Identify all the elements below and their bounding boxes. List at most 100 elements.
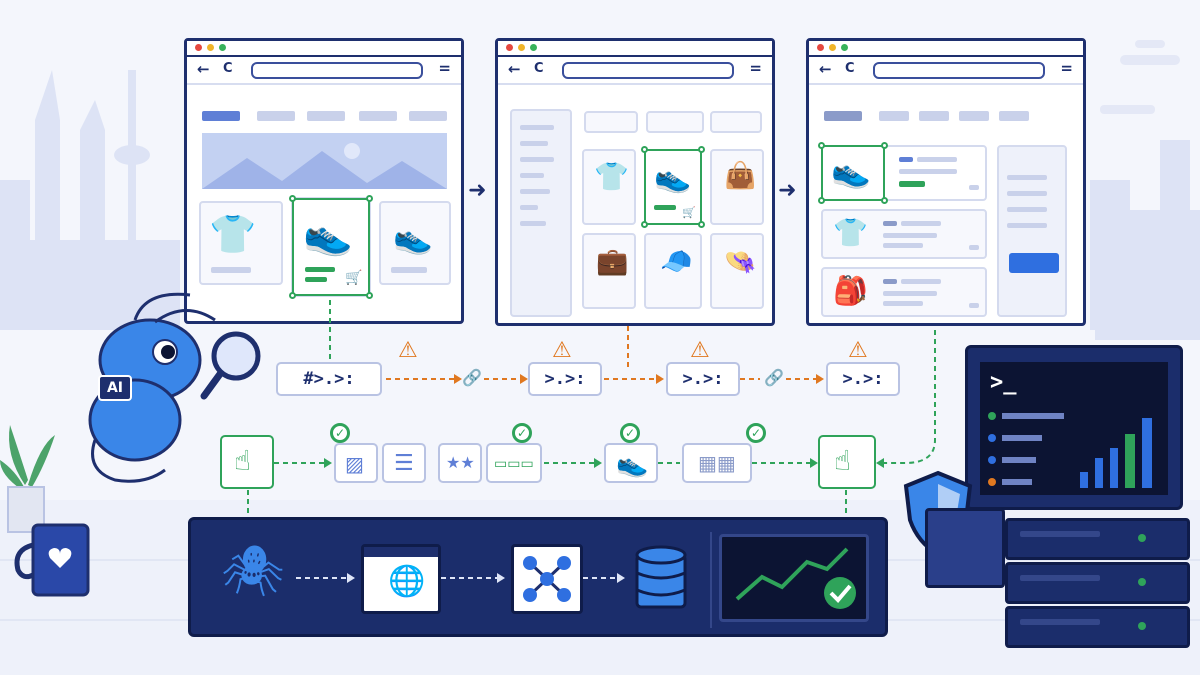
address-bar[interactable] [562,62,734,79]
text-lines-icon: ☰ [394,451,414,476]
product-card-shoe[interactable]: 👟 [379,201,451,285]
result-title-bar [917,157,957,162]
nav-link[interactable] [359,111,397,121]
cap-icon: 🧢 [660,247,693,277]
product-card-cap[interactable]: 🧢 [644,233,702,309]
category-tab[interactable] [710,111,762,133]
back-arrow-icon[interactable]: ← [197,60,210,78]
product-card-shirt[interactable]: 👕 [582,149,636,225]
buy-button[interactable] [1009,253,1059,273]
result-row-backpack[interactable]: 🎒 [821,267,987,317]
filter-item[interactable] [520,173,544,178]
grid-icon: ▦▦ [698,451,736,475]
check-icon: ✓ [746,423,766,443]
maximize-dot[interactable] [841,44,848,51]
server-led[interactable] [1138,578,1146,586]
fingerprint-end-box: ☝ [818,435,876,489]
filter-item[interactable] [520,189,550,194]
back-arrow-icon[interactable]: ← [508,60,521,78]
product-card-shirt[interactable]: 👕 [199,201,283,285]
image-icon: ▨ [345,452,364,476]
address-bar[interactable] [873,62,1045,79]
nav-link[interactable] [307,111,345,121]
reload-icon[interactable]: C [845,61,855,76]
graph-node [511,544,583,614]
detail-item [1007,191,1047,196]
nav-link[interactable] [919,111,949,121]
close-dot[interactable] [195,44,202,51]
product-title-bar [654,205,676,210]
address-bar[interactable] [251,62,423,79]
shoe-icon: 👟 [393,218,433,256]
product-card-briefcase[interactable]: 💼 [582,233,636,309]
filter-item[interactable] [520,221,546,226]
hero-banner-image [202,133,447,189]
category-tab[interactable] [646,111,704,133]
server-unit [1005,606,1190,648]
category-tab[interactable] [584,111,638,133]
network-graph-icon [523,556,571,602]
result-row-shirt[interactable]: 👕 [821,209,987,259]
menu-icon[interactable]: = [749,59,762,77]
price-tags-icon: ▭▭▭ [494,456,534,472]
css-selector-box: #>.>: [276,362,382,396]
window-title-bar [498,41,772,57]
magnifier-icon [200,331,261,400]
css-selector-box: >.>: [666,362,740,396]
coffee-mug [14,523,90,597]
back-arrow-icon[interactable]: ← [819,60,832,78]
filter-item[interactable] [520,125,554,130]
selection-box [818,142,888,204]
result-meta-bar [969,185,979,190]
close-dot[interactable] [506,44,513,51]
nav-link[interactable] [999,111,1029,121]
nav-link[interactable] [879,111,909,121]
result-title-bar [883,279,897,284]
nav-link-active[interactable] [824,111,862,121]
close-dot[interactable] [817,44,824,51]
cart-icon[interactable]: 🛒 [345,270,363,286]
nav-link[interactable] [409,111,447,121]
server-unit [1005,518,1190,560]
menu-icon[interactable]: = [1060,59,1073,77]
reload-icon[interactable]: C [223,61,233,76]
filter-item[interactable] [520,157,554,162]
warning-icon: ⚠ [690,338,710,363]
nav-link-active[interactable] [202,111,240,121]
browser-nav-row: ← C = [498,57,772,85]
feature-box-text: ☰ [382,443,426,483]
minimize-dot[interactable] [207,44,214,51]
warning-icon: ⚠ [848,338,868,363]
server-led[interactable] [1138,534,1146,542]
filter-item[interactable] [520,141,548,146]
server-led[interactable] [1138,622,1146,630]
cart-icon[interactable]: 🛒 [682,206,696,219]
fingerprint-icon: ☝ [234,444,252,477]
css-selector-box: >.>: [528,362,602,396]
terminal-monitor: >_ [965,345,1183,510]
result-desc-bar [899,169,957,174]
sneaker-icon: 👟 [654,160,692,195]
result-desc-bar [883,301,923,306]
sneaker-icon: 👟 [303,212,353,258]
maximize-dot[interactable] [219,44,226,51]
maximize-dot[interactable] [530,44,537,51]
minimize-dot[interactable] [518,44,525,51]
result-row-sneaker[interactable]: 👟 [821,145,987,201]
menu-icon[interactable]: = [438,59,451,77]
product-card-sneaker-selected[interactable]: 👟 🛒 [291,197,371,297]
terminal-prompt: >_ [990,370,1017,395]
nav-link[interactable] [257,111,295,121]
reload-icon[interactable]: C [534,61,544,76]
backpack-icon: 🎒 [833,274,868,307]
product-price-bar [305,277,327,282]
potted-plant [0,425,55,533]
product-card-bag[interactable]: 👜 [710,149,764,225]
hat-icon: 👒 [724,247,757,277]
product-card-hat[interactable]: 👒 [710,233,764,309]
nav-link[interactable] [959,111,989,121]
browser-node: 🌐 [361,544,441,614]
minimize-dot[interactable] [829,44,836,51]
filter-item[interactable] [520,205,538,210]
